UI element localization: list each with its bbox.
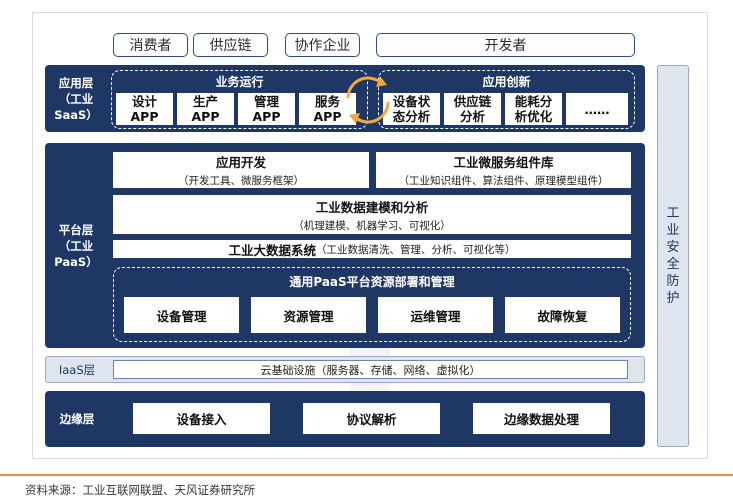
modeling-title: 工业数据建模和分析 bbox=[315, 199, 429, 215]
app-dev-box: 应用开发 （开发工具、微服务框架） bbox=[113, 152, 369, 188]
resource-resource-mgmt: 资源管理 bbox=[251, 297, 366, 333]
app-supply-analysis-line2: 分析 bbox=[459, 109, 485, 124]
app-design-line2: APP bbox=[130, 109, 159, 124]
business-ops-title: 业务运行 bbox=[215, 74, 264, 89]
edge-data-processing: 边缘数据处理 bbox=[473, 403, 610, 434]
security-char: 工 bbox=[666, 206, 680, 221]
app-service-line2: APP bbox=[313, 109, 342, 124]
app-production-line1: 生产 bbox=[192, 94, 218, 109]
app-energy-line1: 能耗分 bbox=[514, 94, 553, 109]
security-column: 工 业 安 全 防 护 bbox=[657, 65, 689, 447]
business-ops-group bbox=[111, 70, 368, 129]
app-energy: 能耗分析优化 bbox=[505, 93, 562, 125]
edge-label: 边缘层 bbox=[59, 412, 95, 426]
iaas-label: IaaS层 bbox=[58, 362, 96, 377]
bigdata-title: 工业大数据系统 bbox=[228, 242, 316, 258]
microservice-lib-sub: （工业知识组件、算法组件、原理模型组件） bbox=[398, 175, 609, 187]
paas-label-line1: 平台层 bbox=[58, 222, 94, 237]
security-char: 防 bbox=[666, 274, 680, 289]
innovation-title: 应用创新 bbox=[482, 74, 531, 89]
app-device-status-line2: 态分析 bbox=[392, 109, 431, 124]
role-developer: 开发者 bbox=[376, 33, 635, 57]
resource-ops-mgmt: 运维管理 bbox=[378, 297, 493, 333]
app-service-line1: 服务 bbox=[314, 94, 340, 109]
app-management-line2: APP bbox=[252, 109, 281, 124]
role-supply-chain: 供应链 bbox=[193, 33, 268, 57]
innovation-group bbox=[378, 70, 635, 129]
security-char: 全 bbox=[666, 257, 680, 272]
saas-label-line2: （工业SaaS） bbox=[54, 91, 98, 122]
source-note: 资料来源：工业互联网联盟、天风证券研究所 bbox=[25, 483, 255, 497]
security-char: 安 bbox=[666, 240, 680, 255]
edge-device-access: 设备接入 bbox=[133, 403, 270, 434]
app-dev-title: 应用开发 bbox=[215, 155, 266, 170]
app-device-status: 设备状态分析 bbox=[383, 93, 440, 125]
role-supply-chain-label: 供应链 bbox=[209, 38, 252, 54]
microservice-lib-box: 工业微服务组件库 （工业知识组件、算法组件、原理模型组件） bbox=[376, 152, 631, 188]
app-dev-sub: （开发工具、微服务框架） bbox=[178, 175, 304, 187]
app-device-status-line1: 设备状 bbox=[392, 94, 431, 109]
app-supply-analysis-line1: 供应链 bbox=[453, 94, 492, 109]
security-char: 护 bbox=[666, 291, 680, 306]
security-char: 业 bbox=[666, 223, 680, 238]
saas-label-line1: 应用层 bbox=[58, 75, 94, 90]
resource-title: 通用PaaS平台资源部署和管理 bbox=[289, 274, 455, 289]
saas-layer-label: 应用层 （工业SaaS） bbox=[45, 65, 107, 132]
app-more-line1: …… bbox=[584, 101, 610, 117]
bigdata-box: 工业大数据系统 （工业数据清洗、管理、分析、可视化等） bbox=[113, 240, 631, 258]
modeling-box: 工业数据建模和分析 （机理建模、机器学习、可视化） bbox=[113, 195, 631, 234]
edge-protocol-parse: 协议解析 bbox=[303, 403, 440, 434]
app-production-line2: APP bbox=[191, 109, 220, 124]
role-consumer: 消费者 bbox=[113, 33, 188, 57]
app-design-line1: 设计 bbox=[131, 94, 157, 109]
role-developer-label: 开发者 bbox=[484, 38, 527, 54]
app-energy-line2: 析优化 bbox=[514, 109, 553, 124]
app-management-line1: 管理 bbox=[253, 94, 279, 109]
iaas-content: 云基础设施（服务器、存储、网络、虚拟化） bbox=[113, 360, 628, 379]
cycle-arrows-icon bbox=[346, 76, 390, 124]
resource-fault-recovery: 故障恢复 bbox=[505, 297, 620, 333]
paas-layer-label: 平台层 （工业PaaS） bbox=[45, 143, 107, 348]
bigdata-sub: （工业数据清洗、管理、分析、可视化等） bbox=[316, 243, 516, 256]
microservice-lib-title: 工业微服务组件库 bbox=[453, 155, 554, 170]
resource-group bbox=[113, 267, 631, 342]
app-more: …… bbox=[566, 93, 628, 125]
modeling-sub: （机理建模、机器学习、可视化） bbox=[293, 219, 451, 232]
app-supply-analysis: 供应链分析 bbox=[444, 93, 501, 125]
footer-divider bbox=[0, 474, 733, 476]
paas-label-line2: （工业PaaS） bbox=[54, 238, 98, 269]
role-partner-label: 协作企业 bbox=[294, 38, 351, 54]
resource-device-mgmt: 设备管理 bbox=[124, 297, 239, 333]
role-partner: 协作企业 bbox=[285, 33, 360, 57]
role-consumer-label: 消费者 bbox=[129, 38, 172, 54]
